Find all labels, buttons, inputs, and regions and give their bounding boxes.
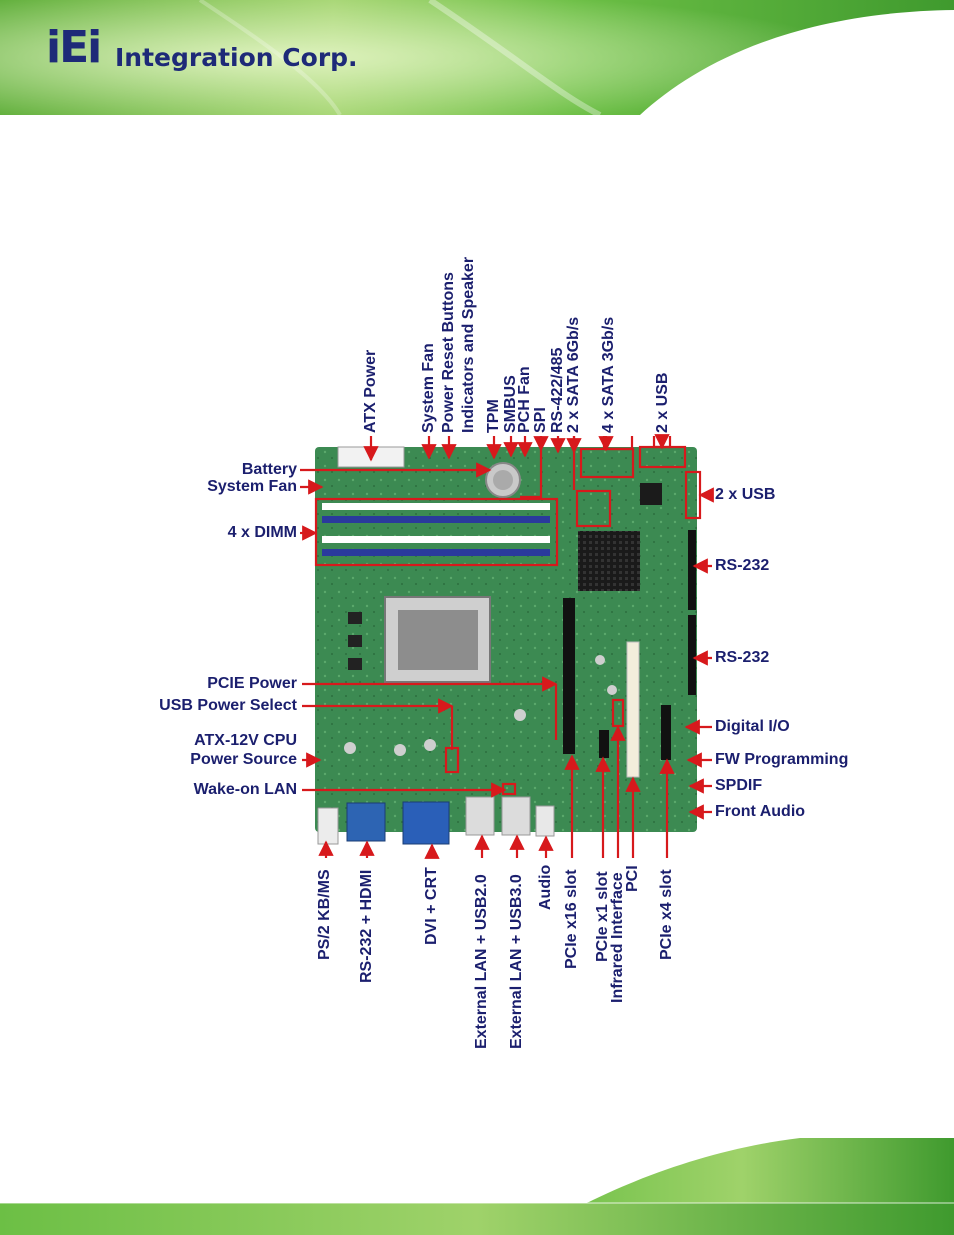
- label-digital-io: Digital I/O: [715, 718, 790, 735]
- label-sata-3gb: 4 x SATA 3Gb/s: [600, 316, 617, 433]
- label-rs232-1: RS-232: [715, 557, 770, 574]
- brand-name: Integration Corp.: [115, 43, 358, 72]
- label-spdif: SPDIF: [715, 777, 763, 794]
- label-system-fan-top: System Fan: [420, 343, 437, 433]
- brand-logo-icon: iEi: [46, 22, 102, 73]
- label-rs232-2: RS-232: [715, 649, 770, 666]
- label-tpm: TPM: [485, 399, 502, 433]
- label-fw-programming: FW Programming: [715, 751, 849, 768]
- label-audio: Audio: [537, 864, 554, 910]
- label-spi: SPI: [532, 407, 549, 433]
- label-lan-usb2: External LAN + USB2.0: [473, 874, 490, 1049]
- label-pcie-x4: PCIe x4 slot: [658, 869, 675, 960]
- label-usb-right: 2 x USB: [715, 486, 776, 503]
- label-rs232-hdmi: RS-232 + HDMI: [358, 869, 375, 983]
- label-usb-top: 2 x USB: [654, 372, 671, 433]
- label-power-reset-buttons: Power Reset Buttons: [440, 272, 457, 433]
- label-battery: Battery: [241, 461, 297, 478]
- header-banner: [0, 0, 954, 115]
- label-atx-power: ATX Power: [362, 349, 379, 433]
- label-dvi-crt: DVI + CRT: [423, 867, 440, 945]
- label-pcie-x16: PCIe x16 slot: [563, 869, 580, 969]
- label-front-audio: Front Audio: [715, 803, 806, 820]
- label-lan-usb3: External LAN + USB3.0: [508, 874, 525, 1049]
- label-usb-power-select: USB Power Select: [159, 697, 297, 714]
- label-system-fan-left: System Fan: [207, 478, 297, 495]
- label-power-source: Power Source: [190, 751, 297, 768]
- label-sata-6gb: 2 x SATA 6Gb/s: [565, 316, 582, 433]
- label-pcie-power: PCIE Power: [207, 675, 297, 692]
- label-wake-on-lan: Wake-on LAN: [193, 781, 297, 798]
- label-pci: PCI: [624, 865, 641, 892]
- label-indicators-speaker: Indicators and Speaker: [460, 256, 477, 433]
- label-ps2: PS/2 KB/MS: [316, 869, 333, 960]
- label-4x-dimm: 4 x DIMM: [227, 524, 297, 541]
- label-atx12v-cpu: ATX-12V CPU: [194, 732, 297, 749]
